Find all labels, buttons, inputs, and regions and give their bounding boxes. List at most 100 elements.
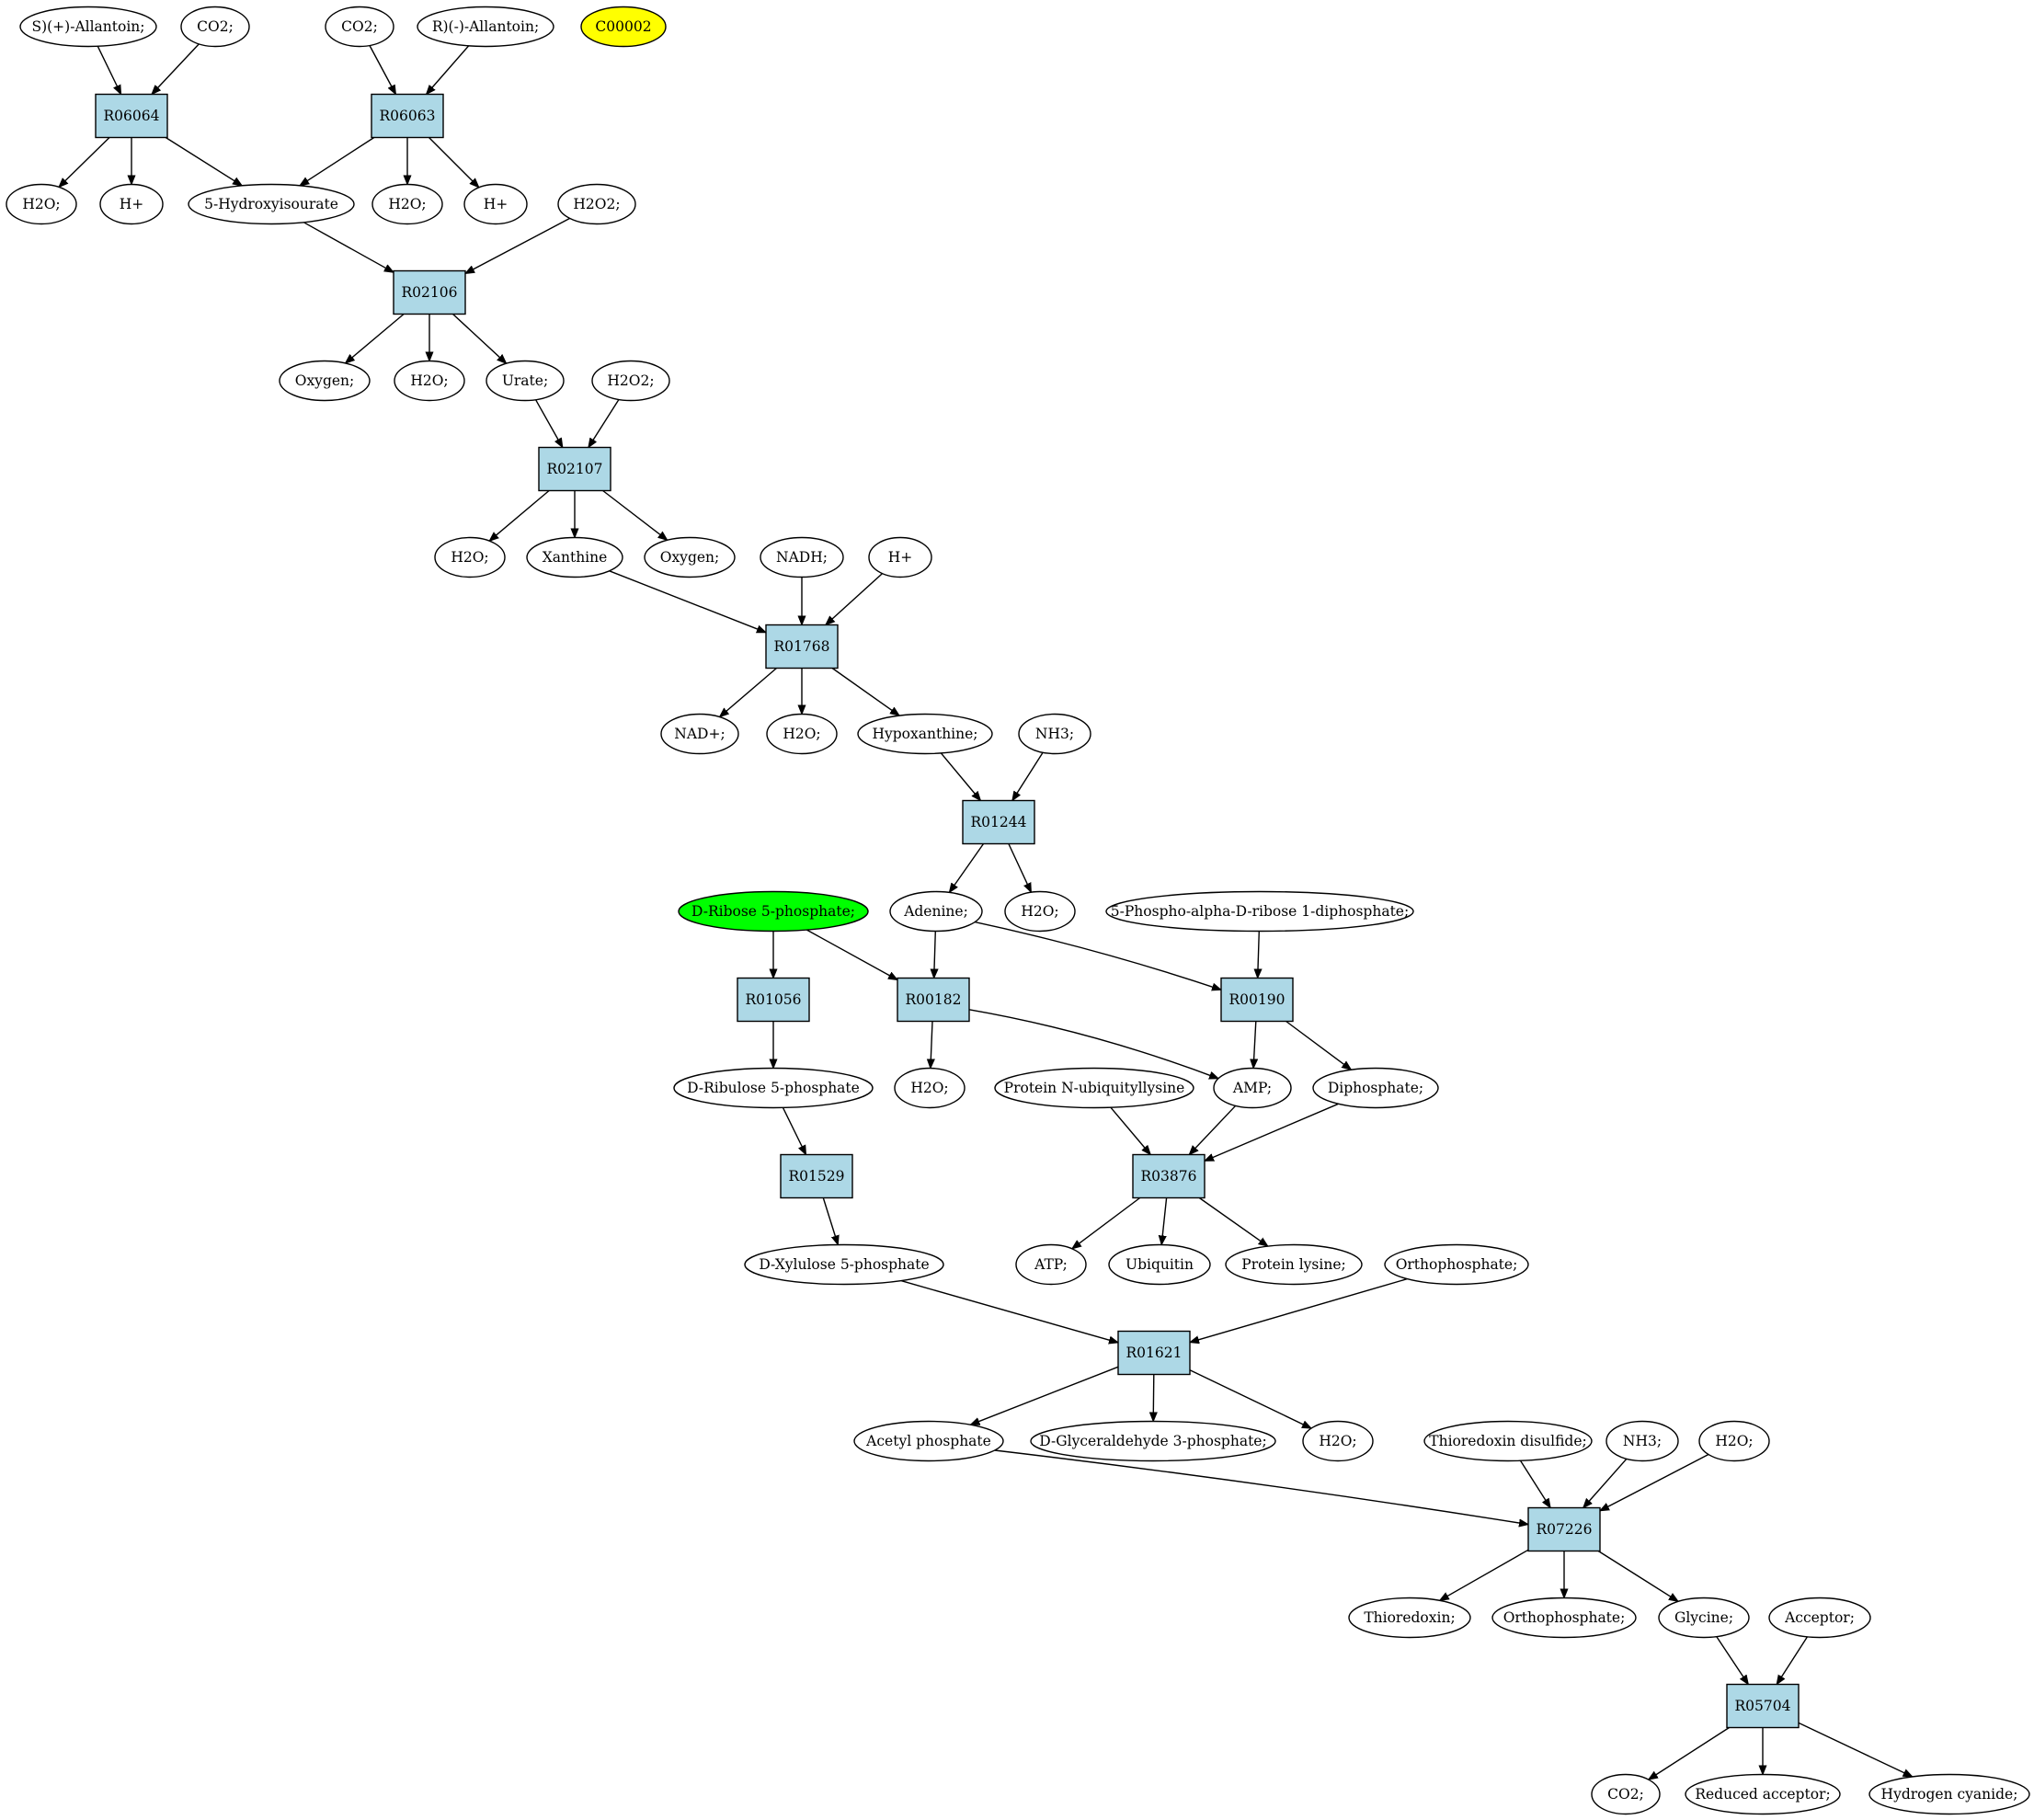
compound-node-n_hplus_2[interactable]: H+: [463, 183, 528, 225]
reaction-node-r_02106[interactable]: R02106: [393, 269, 466, 315]
node-label: ATP;: [1034, 1256, 1068, 1273]
compound-node-n_hypoxanthine[interactable]: Hypoxanthine;: [857, 713, 993, 755]
compound-ellipse: [1384, 1243, 1529, 1286]
node-label: R06063: [380, 108, 436, 124]
compound-node-n_orthophos_1[interactable]: Orthophosphate;: [1384, 1243, 1529, 1286]
compound-node-n_h2o2_2[interactable]: H2O2;: [591, 360, 670, 402]
compound-node-n_ribulose5p[interactable]: D-Ribulose 5-phosphate: [673, 1067, 874, 1109]
compound-node-n_g3p[interactable]: D-Glyceraldehyde 3-phosphate;: [1030, 1420, 1276, 1462]
compound-node-n_ribose5p[interactable]: D-Ribose 5-phosphate;: [678, 890, 869, 933]
node-label: S)(+)-Allantoin;: [31, 18, 144, 35]
compound-ellipse: [99, 183, 164, 225]
reaction-node-r_06063[interactable]: R06063: [371, 93, 444, 139]
compound-node-n_prpp[interactable]: 5-Phospho-alpha-D-ribose 1-diphosphate;: [1105, 890, 1414, 933]
reaction-node-r_06064[interactable]: R06064: [95, 93, 168, 139]
node-label: H2O;: [451, 549, 488, 566]
node-label: D-Glyceraldehyde 3-phosphate;: [1039, 1433, 1266, 1449]
compound-node-n_urate[interactable]: Urate;: [486, 360, 565, 402]
compound-node-n_5hydroxy[interactable]: 5-Hydroxyisourate: [188, 183, 355, 225]
reaction-node-r_01529[interactable]: R01529: [780, 1153, 853, 1199]
node-label: R01529: [789, 1168, 845, 1185]
compound-node-n_acceptor[interactable]: Acceptor;: [1768, 1597, 1871, 1639]
compound-node-n_reduced_acc[interactable]: Reduced acceptor;: [1685, 1773, 1841, 1815]
node-label: R03876: [1141, 1168, 1197, 1185]
reaction-node-r_00182[interactable]: R00182: [897, 977, 970, 1023]
compound-node-n_xylulose5p[interactable]: D-Xylulose 5-phosphate: [744, 1243, 944, 1286]
compound-node-n_s_allantoin[interactable]: S)(+)-Allantoin;: [19, 6, 157, 48]
compound-node-n_diphosphate[interactable]: Diphosphate;: [1312, 1067, 1439, 1109]
compound-node-n_xanthine[interactable]: Xanthine: [526, 536, 623, 578]
node-label: NAD+;: [674, 726, 725, 742]
compound-node-n_r_allantoin[interactable]: R)(-)-Allantoin;: [417, 6, 554, 48]
reaction-node-r_02107[interactable]: R02107: [538, 446, 611, 492]
compound-node-n_thioredoxin[interactable]: Thioredoxin;: [1348, 1597, 1471, 1639]
edge-r_01529-to-n_xylulose5p: [822, 1197, 838, 1245]
compound-node-n_h2o_3[interactable]: H2O;: [394, 360, 465, 402]
compound-node-n_glycine[interactable]: Glycine;: [1658, 1597, 1750, 1639]
compound-node-n_atp[interactable]: ATP;: [1015, 1243, 1087, 1286]
compound-node-n_hplus_3[interactable]: H+: [868, 536, 932, 578]
compound-node-n_nadplus[interactable]: NAD+;: [660, 713, 739, 755]
compound-ellipse: [526, 536, 623, 578]
compound-ellipse: [766, 713, 838, 755]
node-label: H2O;: [410, 372, 448, 389]
compound-node-n_nh3_2[interactable]: NH3;: [1605, 1420, 1679, 1462]
node-label: D-Ribulose 5-phosphate: [687, 1080, 860, 1096]
reaction-node-r_00190[interactable]: R00190: [1220, 977, 1294, 1023]
edge-n_nh3_1-to-r_01244: [1012, 751, 1044, 800]
compound-node-n_ubiquitin[interactable]: Ubiquitin: [1108, 1243, 1211, 1286]
compound-ellipse: [889, 890, 983, 933]
node-label: R)(-)-Allantoin;: [432, 18, 539, 35]
compound-node-n_acetylphos[interactable]: Acetyl phosphate: [853, 1420, 1004, 1462]
compound-node-n_c00002[interactable]: C00002: [580, 6, 667, 48]
compound-node-n_co2_c[interactable]: CO2;: [1591, 1773, 1661, 1815]
node-label: AMP;: [1232, 1080, 1272, 1096]
edge-r_03876-to-n_prot_lysine: [1198, 1196, 1268, 1247]
compound-ellipse: [591, 360, 670, 402]
compound-node-n_hplus_1[interactable]: H+: [99, 183, 164, 225]
compound-node-n_prot_lysine[interactable]: Protein lysine;: [1225, 1243, 1363, 1286]
compound-node-n_h2o_8[interactable]: H2O;: [1302, 1420, 1374, 1462]
compound-node-n_h2o_1[interactable]: H2O;: [6, 183, 77, 225]
edge-n_thio_disulf-to-r_07226: [1519, 1459, 1551, 1507]
compound-ellipse: [1213, 1067, 1292, 1109]
node-label: Hydrogen cyanide;: [1881, 1786, 2018, 1803]
reaction-node-r_01768[interactable]: R01768: [765, 624, 839, 670]
compound-node-n_h2o_2[interactable]: H2O;: [371, 183, 443, 225]
compound-node-n_co2_a[interactable]: CO2;: [180, 6, 250, 48]
reaction-node-r_03876[interactable]: R03876: [1132, 1153, 1206, 1199]
compound-node-n_hcn[interactable]: Hydrogen cyanide;: [1868, 1773, 2030, 1815]
compound-node-n_oxygen_2[interactable]: Oxygen;: [644, 536, 736, 578]
reaction-node-r_01244[interactable]: R01244: [962, 799, 1035, 845]
compound-node-n_h2o_4[interactable]: H2O;: [434, 536, 506, 578]
reaction-node-r_01056[interactable]: R01056: [737, 977, 810, 1023]
compound-node-n_orthophos_2[interactable]: Orthophosphate;: [1491, 1597, 1637, 1639]
reaction-node-r_07226[interactable]: R07226: [1527, 1506, 1601, 1552]
compound-node-n_thio_disulf[interactable]: Thioredoxin disulfide;: [1423, 1420, 1593, 1462]
edge-n_prpp-to-r_00190: [1258, 931, 1260, 979]
compound-node-n_h2o_5[interactable]: H2O;: [766, 713, 838, 755]
reaction-box: [765, 624, 839, 670]
edge-n_ribulose5p-to-r_01529: [782, 1107, 807, 1154]
compound-node-n_nh3_1[interactable]: NH3;: [1018, 713, 1091, 755]
compound-ellipse: [857, 713, 993, 755]
compound-node-n_nadh[interactable]: NADH;: [760, 536, 844, 578]
compound-ellipse: [279, 360, 371, 402]
compound-node-n_h2o_6[interactable]: H2O;: [1004, 890, 1076, 933]
compound-node-n_h2o_7[interactable]: H2O;: [894, 1067, 966, 1109]
compound-node-n_oxygen_1[interactable]: Oxygen;: [279, 360, 371, 402]
reaction-node-r_01621[interactable]: R01621: [1117, 1330, 1191, 1376]
compound-node-n_amp[interactable]: AMP;: [1213, 1067, 1292, 1109]
compound-node-n_adenine[interactable]: Adenine;: [889, 890, 983, 933]
compound-ellipse: [1658, 1597, 1750, 1639]
compound-node-n_h2o_9[interactable]: H2O;: [1698, 1420, 1770, 1462]
compound-ellipse: [1018, 713, 1091, 755]
compound-node-n_h2o2_1[interactable]: H2O2;: [557, 183, 636, 225]
compound-ellipse: [371, 183, 443, 225]
reaction-node-r_05704[interactable]: R05704: [1726, 1683, 1800, 1729]
compound-ellipse: [744, 1243, 944, 1286]
compound-node-n_co2_b[interactable]: CO2;: [325, 6, 394, 48]
compound-node-n_prot_ubiq[interactable]: Protein N-ubiquityllysine: [994, 1067, 1194, 1109]
compound-ellipse: [6, 183, 77, 225]
reaction-box: [95, 93, 168, 139]
